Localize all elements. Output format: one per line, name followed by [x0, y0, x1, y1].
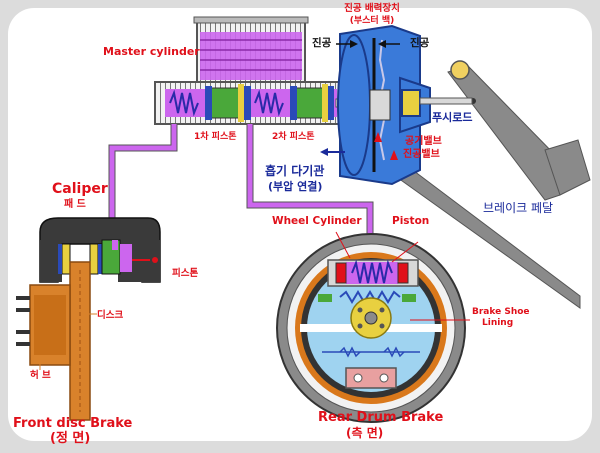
rear-brake-title: Rear Drum Brake: [318, 410, 443, 425]
rear-drum-brake: [276, 231, 470, 423]
intake-sub-label: (부압 연결): [268, 179, 322, 193]
caliper-label: Caliper: [52, 181, 108, 197]
push-rod-label: 푸시로드: [432, 111, 472, 124]
drum-piston-left: [335, 262, 347, 284]
caliper-piston-label: 피스톤: [172, 267, 198, 279]
pad-label: 패 드: [64, 197, 86, 210]
master-cylinder-label: Master cylinder: [103, 45, 200, 58]
vacuum-booster: [320, 24, 473, 186]
front-disc-brake: [16, 217, 161, 421]
air-valve-label: 공기밸브: [405, 134, 442, 147]
master-cylinder: [154, 16, 385, 125]
lining-label: Lining: [482, 318, 513, 328]
booster-sub-label: (부스터 백): [350, 14, 394, 26]
primary-piston-label: 1차 피스톤: [194, 130, 237, 142]
hub-label: 허 브: [30, 369, 51, 381]
drum-piston-label: Piston: [392, 215, 429, 227]
wheel-cylinder-label: Wheel Cylinder: [272, 215, 362, 227]
drum-piston-right: [397, 262, 409, 284]
front-brake-sub: (정 면): [50, 430, 90, 446]
vacuum-valve-label: 진공밸브: [403, 147, 440, 160]
brake-pad-left: [61, 243, 71, 275]
labels: 진공 배력장치 (부스터 백) 진공 진공 Master cylinder 1차…: [13, 2, 553, 446]
brake-pad-right: [89, 243, 99, 275]
brake-pedal-label: 브레이크 페달: [483, 201, 553, 215]
front-brake-title: Front disc Brake: [13, 416, 133, 431]
secondary-piston-label: 2차 피스톤: [272, 130, 315, 142]
booster-title-label: 진공 배력장치: [344, 2, 400, 14]
disc-label: 디스크: [97, 309, 123, 321]
push-rod: [419, 97, 473, 105]
rear-brake-sub: (측 면): [346, 425, 383, 440]
vacuum-left-label: 진공: [312, 36, 332, 49]
air-valve: [401, 89, 421, 117]
intake-manifold-label: 흡기 다기관: [265, 163, 324, 178]
brake-lines: [109, 124, 373, 246]
vacuum-right-label: 진공: [410, 36, 430, 49]
brake-shoe-label: Brake Shoe: [472, 307, 530, 317]
